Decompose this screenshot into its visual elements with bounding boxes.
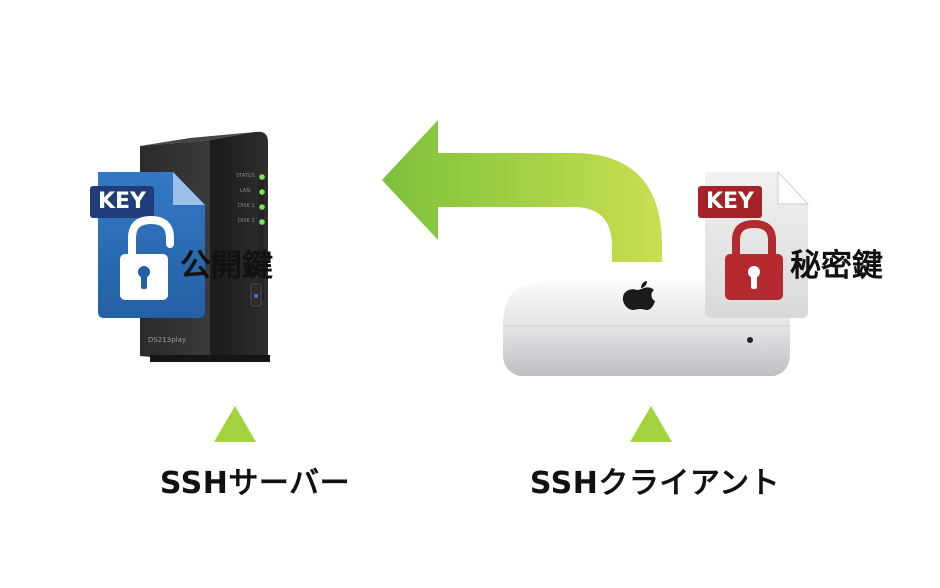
locked-padlock-icon xyxy=(725,219,783,300)
key-badge-blue xyxy=(90,186,154,218)
public-key-file-icon xyxy=(90,172,205,318)
private-key-file-icon xyxy=(698,170,810,318)
public-key-badge-text: KEY xyxy=(97,189,146,214)
key-badge-red xyxy=(698,186,762,218)
led-label-status: STATUS xyxy=(236,173,255,179)
client-pointer-triangle xyxy=(630,406,672,442)
ssh-client-caption: SSHクライアント xyxy=(529,466,781,501)
server-pointer-triangle xyxy=(214,406,256,442)
public-key-label: 公開鍵 xyxy=(180,248,273,284)
private-key-label: 秘密鍵 xyxy=(790,248,883,284)
status-leds xyxy=(259,174,265,225)
unlocked-padlock-icon xyxy=(120,215,174,300)
transfer-arrow xyxy=(382,120,662,262)
led-label-disk1: DISK 1 xyxy=(238,203,255,209)
ssh-server-caption: SSHサーバー xyxy=(159,466,351,501)
led-label-lan: LAN xyxy=(240,188,251,194)
apple-logo-icon xyxy=(622,281,655,310)
led-label-disk2: DISK 2 xyxy=(238,218,255,224)
nas-model-label: DS213play xyxy=(148,336,187,344)
private-key-badge-text: KEY xyxy=(705,189,754,214)
